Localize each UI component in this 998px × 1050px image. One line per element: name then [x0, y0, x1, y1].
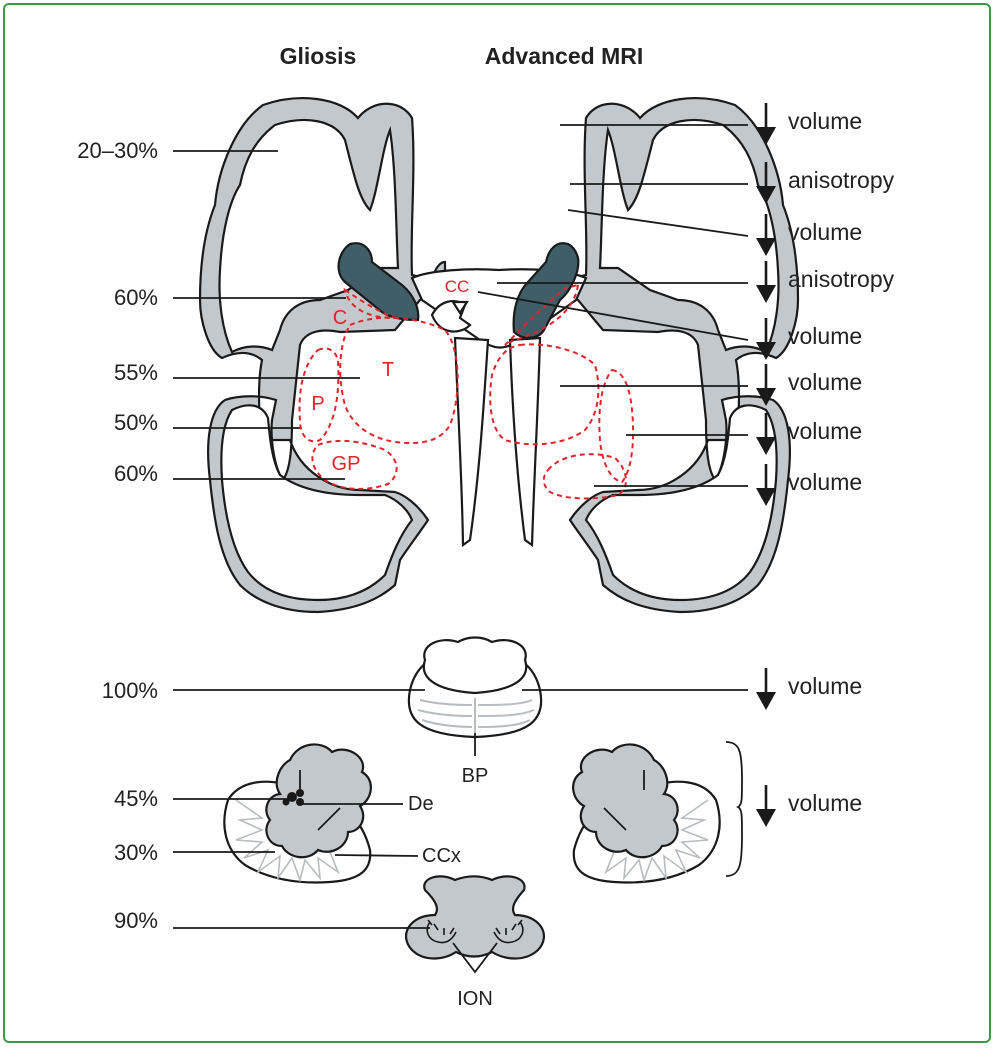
c-label: C: [333, 307, 347, 329]
thalamus-outline-left: [339, 316, 459, 445]
gp-label: GP: [332, 453, 361, 475]
mri-finding-thalamus: volume: [756, 364, 862, 406]
left-white-matter: [218, 118, 400, 354]
left-cerebellum: De CCx: [223, 743, 461, 884]
medulla: ION: [405, 875, 545, 1010]
mri-finding-label: volume: [788, 369, 862, 395]
mri-finding-label: volume: [788, 418, 862, 444]
inferior-olivary-nucleus: [426, 919, 524, 944]
mri-findings-list: volume anisotropy volume anisotropy volume vo…: [756, 103, 895, 827]
gliosis-ion-value: 90%: [114, 908, 158, 933]
right-folia-line-2: [603, 807, 627, 831]
mri-finding-label: volume: [788, 469, 862, 495]
down-arrow-icon: [756, 186, 776, 204]
down-arrow-icon: [756, 127, 776, 145]
de-label: De: [408, 793, 434, 815]
mri-finding-label: anisotropy: [788, 167, 895, 193]
gliosis-putamen-value: 50%: [114, 410, 158, 435]
left-lateral-ventricle: [337, 242, 420, 322]
mri-finding-pons: volume: [756, 668, 862, 710]
ion-label: ION: [457, 988, 493, 1010]
gliosis-gp-value: 60%: [114, 461, 158, 486]
mri-finding-label: volume: [788, 790, 862, 816]
down-arrow-icon: [756, 692, 776, 710]
down-arrow-icon: [756, 238, 776, 256]
gliosis-thalamus-value: 55%: [114, 360, 158, 385]
medulla-outline: [405, 875, 545, 960]
gliosis-caudate-value: 60%: [114, 285, 158, 310]
t-label: T: [382, 359, 394, 381]
mri-finding-label: volume: [788, 219, 862, 245]
gliosis-cortex-value: 20–30%: [77, 138, 158, 163]
mri-finding-white-matter-volume: volume: [756, 214, 862, 256]
down-arrow-icon: [756, 285, 776, 303]
folia-line-2: [317, 807, 341, 831]
mri-leader-wm-volume: [567, 209, 749, 237]
mri-finding-label: anisotropy: [788, 266, 895, 292]
left-temporal-white: [220, 404, 414, 602]
mri-finding-caudate: volume: [756, 318, 862, 360]
ion-leader: [452, 942, 498, 974]
down-arrow-icon: [756, 437, 776, 455]
brainstem-midline-right: [508, 336, 542, 548]
gliosis-dentate-value: 45%: [114, 786, 158, 811]
ccx-label: CCx: [422, 845, 461, 867]
mri-leaders: [477, 124, 749, 877]
mri-finding-label: volume: [788, 323, 862, 349]
pons-tegmentum: [422, 636, 528, 695]
bp-label: BP: [462, 765, 489, 787]
globus-pallidus-outline-left: [311, 439, 398, 490]
mri-finding-corpus-callosum: anisotropy: [756, 261, 895, 303]
pons: BP: [407, 636, 543, 787]
left-dentate-nucleus: [282, 789, 304, 806]
cerebellum-brace: [725, 741, 743, 877]
mri-finding-label: volume: [788, 673, 862, 699]
gliosis-annotations: 20–30% 60% 55% 50% 60% 100% 45% 30% 90%: [77, 138, 430, 933]
mri-finding-cerebellum: volume: [756, 785, 862, 827]
down-arrow-icon: [756, 809, 776, 827]
right-cerebellar-folia: [604, 799, 709, 883]
thalamus-outline-right: [489, 343, 600, 446]
right-temporal-white: [584, 404, 778, 602]
right-cerebellar-cortex-gray: [572, 743, 679, 859]
p-label: P: [311, 393, 324, 415]
left-cerebellar-folia: [235, 799, 340, 883]
right-lateral-ventricle: [512, 242, 580, 339]
globus-pallidus-outline-right: [542, 453, 627, 500]
ccx-leader: [334, 854, 419, 857]
right-cerebellum: [572, 743, 721, 884]
mri-finding-cortex: volume: [756, 103, 862, 145]
brainstem-midline: [453, 336, 490, 548]
mri-finding-globus-pallidus: volume: [756, 464, 862, 506]
gliosis-bp-value: 100%: [102, 678, 158, 703]
down-arrow-icon: [756, 488, 776, 506]
putamen-outline-left: [298, 347, 340, 443]
putamen-outline-right: [598, 368, 635, 484]
coronal-brain-section: CC C T P GP: [198, 97, 800, 614]
mri-finding-label: volume: [788, 108, 862, 134]
mri-finding-white-matter: anisotropy: [756, 162, 895, 204]
mri-finding-putamen: volume: [756, 413, 862, 455]
basis-pontis-fibers: [417, 698, 535, 733]
figure-frame: [3, 3, 991, 1043]
gliosis-header: Gliosis: [280, 43, 357, 69]
down-arrow-icon: [756, 388, 776, 406]
down-arrow-icon: [756, 342, 776, 360]
advanced-mri-header: Advanced MRI: [485, 43, 643, 69]
mri-leader-caudate: [477, 291, 749, 341]
right-white-matter: [598, 118, 780, 354]
septum-triangle: [450, 300, 470, 316]
left-cerebellar-cortex-gray: [265, 743, 372, 859]
gliosis-ccx-value: 30%: [114, 840, 158, 865]
cc-label: CC: [445, 277, 470, 296]
